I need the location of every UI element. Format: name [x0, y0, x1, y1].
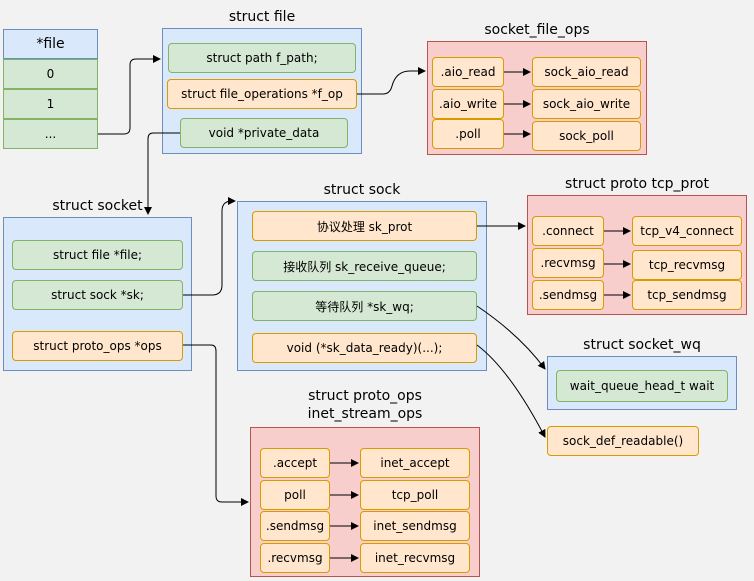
op-field: .aio_read — [432, 57, 504, 87]
file-array-item: 0 — [3, 59, 98, 89]
op-field: .sendmsg — [260, 511, 330, 541]
op-impl: inet_sendmsg — [360, 511, 470, 541]
op-impl: inet_accept — [360, 448, 470, 478]
socket-wq-field: wait_queue_head_t wait — [556, 370, 728, 402]
op-impl: tcp_v4_connect — [632, 216, 742, 246]
op-impl: tcp_poll — [360, 480, 470, 510]
op-field: .aio_write — [432, 89, 504, 119]
op-field: .connect — [532, 216, 604, 246]
struct-socket-field: struct file *file; — [12, 240, 183, 270]
arrow-file-to-struct-file — [98, 55, 161, 135]
struct-socket-field: struct sock *sk; — [12, 280, 183, 310]
struct-file-title: struct file — [228, 9, 296, 25]
op-field: .sendmsg — [532, 280, 604, 310]
op-impl: tcp_recvmsg — [632, 250, 742, 280]
file-array-item: ... — [3, 119, 98, 149]
inet-stream-ops-title: struct proto_ops — [308, 388, 422, 404]
struct-socket-title: struct socket — [52, 198, 143, 214]
tcp-prot-title: struct proto tcp_prot — [565, 176, 709, 192]
struct-sock-field: 接收队列 sk_receive_queue; — [252, 251, 477, 281]
sock-def-readable-box: sock_def_readable() — [547, 426, 699, 456]
op-field: poll — [260, 480, 330, 510]
socket-wq-title: struct socket_wq — [583, 337, 701, 353]
arrow-data-ready-to-readable — [476, 344, 546, 438]
struct-sock-field: 等待队列 *sk_wq; — [252, 291, 477, 321]
op-field: .accept — [260, 448, 330, 478]
op-field: .poll — [432, 119, 504, 149]
op-field: .recvmsg — [260, 543, 330, 573]
op-field: .recvmsg — [532, 248, 604, 278]
struct-sock-field: void (*sk_data_ready)(...); — [252, 333, 477, 363]
struct-file-field: void *private_data — [180, 118, 348, 148]
arrow-f-op-to-file-ops — [357, 67, 426, 95]
struct-sock-field: 协议处理 sk_prot — [252, 211, 477, 241]
socket-file-ops-title: socket_file_ops — [484, 22, 590, 38]
inet-stream-ops-subtitle: inet_stream_ops — [307, 406, 423, 422]
op-impl: inet_recvmsg — [360, 543, 470, 573]
file-array-item: 1 — [3, 89, 98, 119]
struct-file-field: struct file_operations *f_op — [167, 79, 357, 109]
op-impl: sock_aio_read — [532, 57, 641, 87]
struct-sock-title: struct sock — [323, 182, 401, 198]
struct-file-field: struct path f_path; — [168, 43, 356, 73]
op-impl: tcp_sendmsg — [632, 280, 742, 310]
arrow-sk-wq-to-socket-wq — [476, 305, 546, 370]
file-array-header: *file — [3, 29, 98, 59]
op-impl: sock_poll — [532, 121, 641, 151]
op-impl: sock_aio_write — [532, 89, 641, 119]
struct-socket-field: struct proto_ops *ops — [12, 331, 183, 361]
